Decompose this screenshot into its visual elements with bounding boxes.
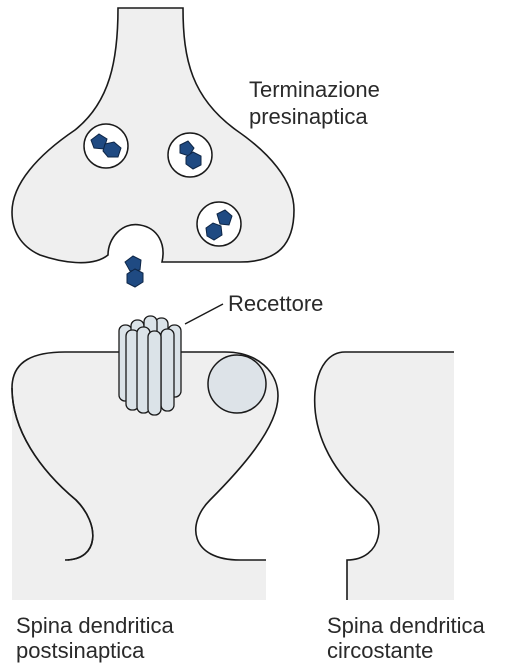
neighboring-spine [315,352,454,600]
postsynaptic-label-line1: Spina dendritica [16,612,174,639]
receptor-label: Recettore [228,290,323,317]
presynaptic-label-line1: Terminazione [249,76,380,103]
vesicle-2 [168,133,212,177]
ion-channel [208,355,266,413]
presynaptic-terminal [12,8,294,263]
receptor-pointer-line [185,304,223,324]
vesicle-1 [84,124,128,168]
neighboring-label-line1: Spina dendritica [327,612,485,639]
presynaptic-label-line2: presinaptica [249,103,368,130]
neighboring-label-line2: circostante [327,637,433,664]
receptor-icon [119,316,189,415]
vesicle-3 [197,202,241,246]
neurotransmitter-icon [125,256,143,287]
postsynaptic-label-line2: postsinaptica [16,637,144,664]
